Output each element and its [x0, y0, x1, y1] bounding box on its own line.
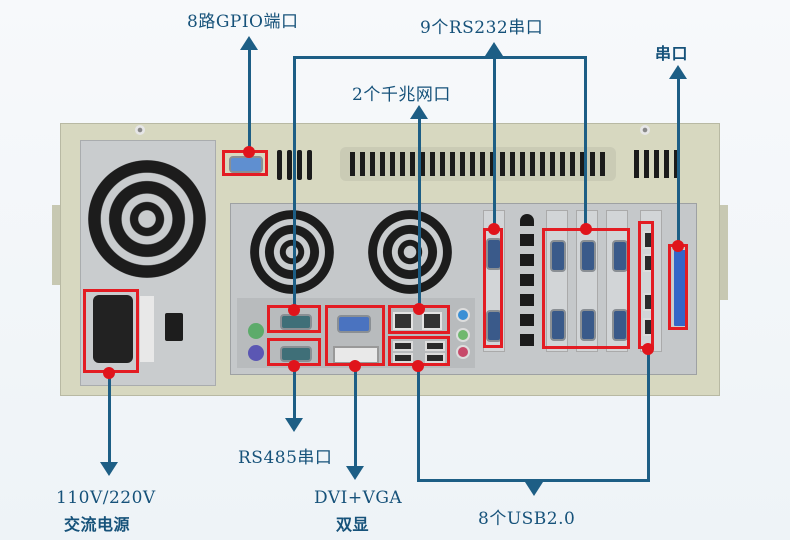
callout-line-rs232-h	[293, 56, 586, 59]
highlight-rs232-single	[483, 228, 503, 348]
screw	[640, 125, 650, 135]
arrow-up-icon	[485, 42, 503, 56]
highlight-display	[325, 305, 385, 366]
audio-jack-mic	[456, 345, 470, 359]
callout-line-rs232-single	[493, 56, 496, 228]
vent-grill-right	[634, 150, 680, 178]
marker-dot	[412, 360, 424, 372]
arrow-down-icon	[285, 418, 303, 432]
callout-line-lan	[418, 118, 421, 308]
marker-dot	[672, 240, 684, 252]
marker-dot	[288, 304, 300, 316]
marker-dot	[349, 360, 361, 372]
usb-port	[425, 353, 445, 363]
highlight-usb-bracket	[638, 221, 654, 349]
marker-dot	[642, 343, 654, 355]
ac-power-socket	[93, 295, 133, 363]
rs232-port	[580, 309, 596, 341]
callout-line-power	[108, 372, 111, 462]
ps2-keyboard-port	[248, 345, 264, 361]
rail-left	[52, 205, 60, 285]
vent	[277, 150, 282, 180]
vga-port	[337, 315, 371, 333]
highlight-power	[83, 289, 139, 373]
label-rs485: RS485串口	[238, 448, 333, 468]
audio-jack-line-out	[456, 328, 470, 342]
highlight-serial	[668, 244, 688, 330]
screw	[135, 125, 145, 135]
lan-port	[393, 312, 413, 330]
vent	[287, 150, 292, 180]
highlight-rs232-group	[542, 228, 630, 349]
callout-line-gpio	[248, 48, 251, 153]
callout-line-rs232-right	[584, 56, 587, 228]
label-power-type: 交流电源	[64, 515, 131, 534]
audio-jack-line-in	[456, 308, 470, 322]
label-rs232: 9个RS232串口	[420, 18, 544, 38]
rs232-port	[550, 309, 566, 341]
arrow-up-icon	[669, 65, 687, 79]
arrow-down-icon	[100, 462, 118, 476]
arrow-down-icon	[346, 466, 364, 480]
rs232-port	[580, 240, 596, 272]
arrow-up-icon	[240, 36, 258, 50]
callout-line-rs485	[293, 366, 296, 421]
usb-port	[393, 341, 413, 351]
rail-right	[720, 205, 728, 300]
psu-label-sticker	[140, 296, 154, 362]
lan-port	[422, 312, 442, 330]
vent	[297, 150, 302, 180]
rs232-port	[550, 240, 566, 272]
arrow-down-icon	[525, 482, 543, 496]
marker-dot	[580, 223, 592, 235]
usb-port	[393, 353, 413, 363]
callout-line-display	[354, 366, 357, 466]
power-switch	[165, 313, 183, 341]
label-serial: 串口	[655, 44, 689, 63]
pci-vent-slot	[520, 214, 534, 354]
arrow-up-icon	[410, 105, 428, 119]
vent-grill	[350, 152, 610, 176]
callout-line-usb-right	[647, 349, 650, 481]
callout-line-usb-h	[417, 479, 650, 482]
vent	[307, 150, 312, 180]
callout-line-usb-left	[417, 366, 420, 481]
label-lan: 2个千兆网口	[352, 85, 451, 105]
label-display: DVI+VGA	[314, 488, 403, 508]
system-fan-icon	[368, 210, 452, 294]
callout-line-rs232-left	[293, 56, 296, 309]
label-display-dual: 双显	[336, 515, 370, 534]
marker-dot	[288, 360, 300, 372]
label-gpio: 8路GPIO端口	[187, 12, 299, 32]
system-fan-icon	[250, 210, 334, 294]
marker-dot	[103, 367, 115, 379]
label-usb: 8个USB2.0	[478, 509, 576, 529]
marker-dot	[488, 223, 500, 235]
psu-fan-icon	[88, 160, 206, 278]
label-power-voltage: 110V/220V	[56, 488, 156, 508]
ps2-mouse-port	[248, 323, 264, 339]
callout-line-serial	[677, 78, 680, 246]
usb-port	[425, 341, 445, 351]
marker-dot	[243, 146, 255, 158]
marker-dot	[413, 303, 425, 315]
